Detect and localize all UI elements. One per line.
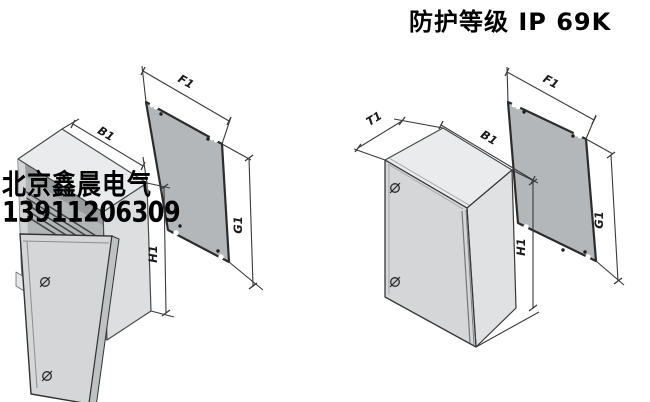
- door-lock-bottom: [389, 276, 401, 288]
- top-face-seam: [388, 157, 470, 206]
- watermark-company: 北京鑫晨电气: [2, 168, 152, 202]
- label-F1-right: F1: [541, 72, 562, 92]
- plate-notches: [511, 102, 591, 260]
- interior-hatch-stripes: [19, 187, 105, 266]
- door-gap-seam-1: [461, 210, 471, 344]
- door-frame-seam-top: [22, 240, 110, 244]
- label-B1-right: B1: [478, 127, 500, 148]
- mounting-plate: [144, 100, 231, 264]
- dim-plate-width-F1: [140, 65, 232, 145]
- mounting-plate: [506, 100, 598, 263]
- watermark-phone: 13911206309: [2, 196, 181, 230]
- label-G1-right: G1: [592, 211, 606, 228]
- enclosure-body-closed: [384, 127, 517, 348]
- interior-shadow-band: [18, 159, 104, 226]
- dim-box-height-H1: [146, 182, 175, 318]
- mounting-plate-face: [144, 100, 231, 264]
- mounting-plate-face: [506, 100, 598, 263]
- dim-plate-height-G1: [221, 143, 264, 291]
- door-thickness-edge: [88, 235, 120, 402]
- door-lock-top: [389, 182, 401, 194]
- page-title: 防护等级 IP 69K: [409, 8, 612, 36]
- door-frame-seam-left: [26, 240, 38, 389]
- dim-plate-height-G1: [585, 138, 625, 286]
- plate-screws: [159, 112, 220, 253]
- label-G1-left: G1: [231, 216, 245, 233]
- dim-box-width-B1: [438, 120, 539, 185]
- label-T1-right: T1: [364, 108, 385, 128]
- dim-box-height-H1: [475, 178, 540, 348]
- dim-box-width-B1: [61, 118, 148, 184]
- plate-screws: [522, 110, 587, 254]
- label-H1-right: H1: [514, 238, 528, 256]
- door-lock-top: [39, 276, 51, 288]
- diagram-enclosure-closed: T1 B1 F1 G1 H1: [353, 66, 625, 348]
- enclosure-door-open: [19, 233, 120, 402]
- door-lock-bottom: [41, 370, 53, 382]
- door-frame-seam-top: [387, 163, 464, 210]
- plate-notches: [149, 102, 224, 260]
- label-B1-left: B1: [95, 123, 117, 144]
- door-panel: [19, 233, 113, 402]
- diagram-enclosure-open: F1 B1 G1 H1: [15, 65, 264, 402]
- label-F1-left: F1: [176, 72, 197, 92]
- door-gap-seam-2: [465, 209, 475, 346]
- label-H1-left: H1: [146, 245, 160, 263]
- dim-box-depth-T1: [353, 116, 444, 161]
- dim-plate-width-F1: [504, 66, 597, 140]
